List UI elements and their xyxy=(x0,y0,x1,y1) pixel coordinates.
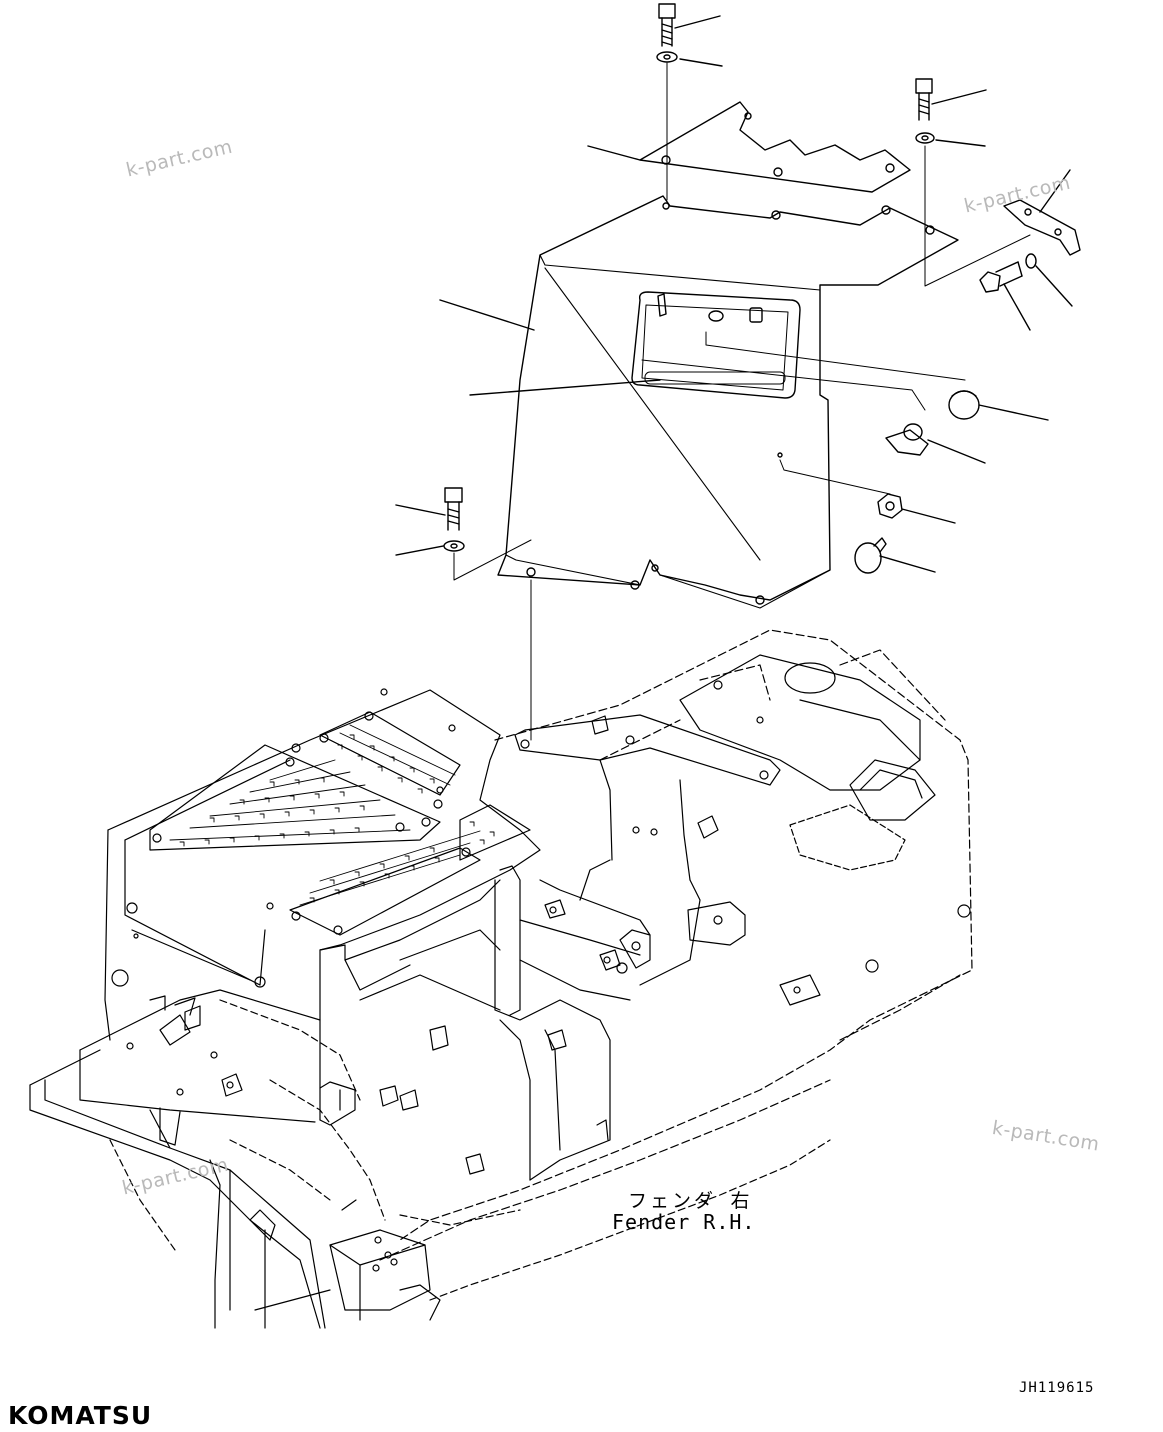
caption-english: Fender R.H. xyxy=(612,1210,756,1234)
washer-left xyxy=(395,540,465,556)
bolt-top-left xyxy=(658,3,721,47)
upper-cover-plate xyxy=(587,101,911,193)
battery-hood xyxy=(104,688,541,1121)
machine-frame xyxy=(29,629,973,1329)
nut xyxy=(877,493,956,524)
washer-top-right xyxy=(915,132,986,147)
bolt-right xyxy=(979,261,1031,331)
bolt-left xyxy=(395,487,463,531)
counterweight-block xyxy=(679,654,971,1006)
battery-frame xyxy=(319,879,611,1211)
frame-guide-dashed xyxy=(109,999,831,1301)
lock-knob xyxy=(885,423,986,464)
revolving-frame xyxy=(379,629,973,1261)
support-struts xyxy=(499,865,746,1016)
main-fender-cover xyxy=(439,195,959,609)
drawing-number: JH119615 xyxy=(1019,1380,1095,1396)
caption-japanese: フェンダ 右 xyxy=(628,1190,753,1212)
side-bracket xyxy=(1003,169,1081,256)
washer-top-left xyxy=(656,51,723,67)
exploded-parts xyxy=(395,3,1081,741)
thumb-screw xyxy=(854,537,936,574)
left-side-frame xyxy=(29,989,441,1329)
rubber-cap xyxy=(948,390,1049,421)
brand-logo: KOMATSU xyxy=(8,1401,153,1430)
mounting-bracket xyxy=(514,714,781,986)
bolt-top-right xyxy=(915,78,987,121)
washer-right xyxy=(1025,253,1073,307)
